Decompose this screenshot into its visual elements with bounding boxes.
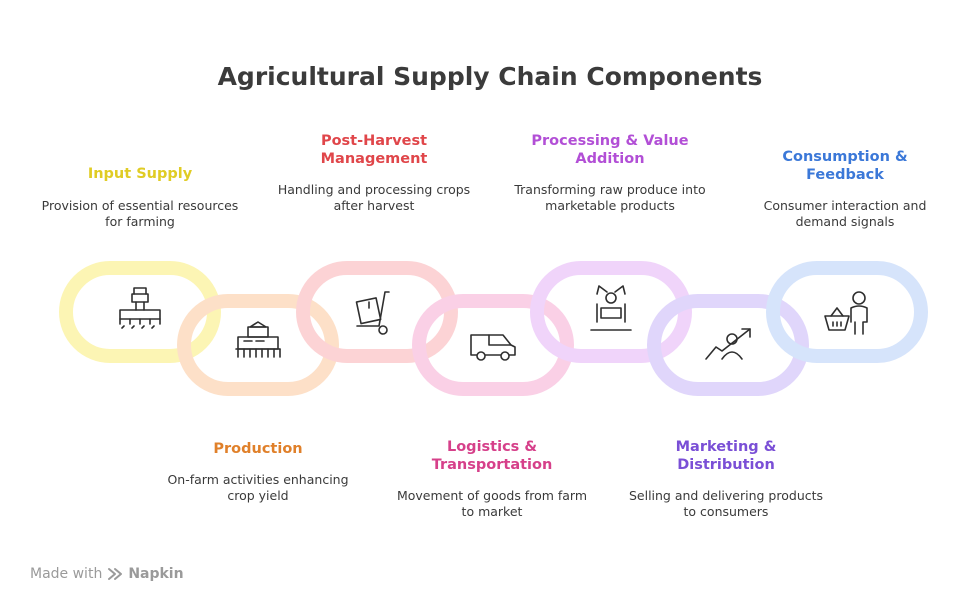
step-production-desc: On-farm activities enhancing crop yield	[167, 472, 349, 503]
chain-link	[412, 294, 574, 396]
step-marketing-desc: Selling and delivering products to consu…	[628, 488, 824, 519]
step-input-supply-desc: Provision of essential resources for far…	[41, 198, 239, 229]
planter-icon	[119, 287, 161, 329]
chain-link	[59, 261, 221, 363]
step-marketing-label: Marketing & Distribution	[675, 439, 777, 473]
step-logistics-desc: Movement of goods from farm to market	[396, 488, 588, 519]
van-icon	[470, 334, 516, 361]
step-consumption-desc: Consumer interaction and demand signals	[763, 198, 927, 229]
diagram-title: Agricultural Supply Chain Components	[217, 62, 763, 91]
chain-link	[530, 261, 692, 363]
step-production-label: Production	[213, 441, 303, 457]
step-logistics-label: Logistics & Transportation	[431, 439, 553, 473]
hand-truck-icon	[355, 291, 390, 335]
footer-prefix: Made with	[30, 566, 103, 582]
step-processing-desc: Transforming raw produce into marketable…	[514, 182, 706, 213]
shopper-icon	[824, 291, 868, 335]
napkin-logo-icon	[108, 568, 123, 580]
chain-link	[766, 261, 928, 363]
step-input-supply-label: Input Supply	[87, 166, 193, 182]
growth-person-icon	[705, 328, 751, 360]
chain-link	[296, 261, 458, 363]
chain-link	[177, 294, 339, 396]
robot-arm-icon	[590, 285, 632, 331]
chain-link	[647, 294, 809, 396]
step-post-harvest-desc: Handling and processing crops after harv…	[277, 182, 471, 213]
harvester-icon	[235, 321, 281, 358]
step-consumption-label: Consumption & Feedback	[782, 149, 908, 183]
footer-credit[interactable]: Made with Napkin	[30, 566, 184, 582]
footer-brand: Napkin	[128, 566, 184, 582]
step-post-harvest-label: Post-Harvest Management	[320, 133, 428, 167]
step-processing-label: Processing & Value Addition	[531, 133, 689, 167]
